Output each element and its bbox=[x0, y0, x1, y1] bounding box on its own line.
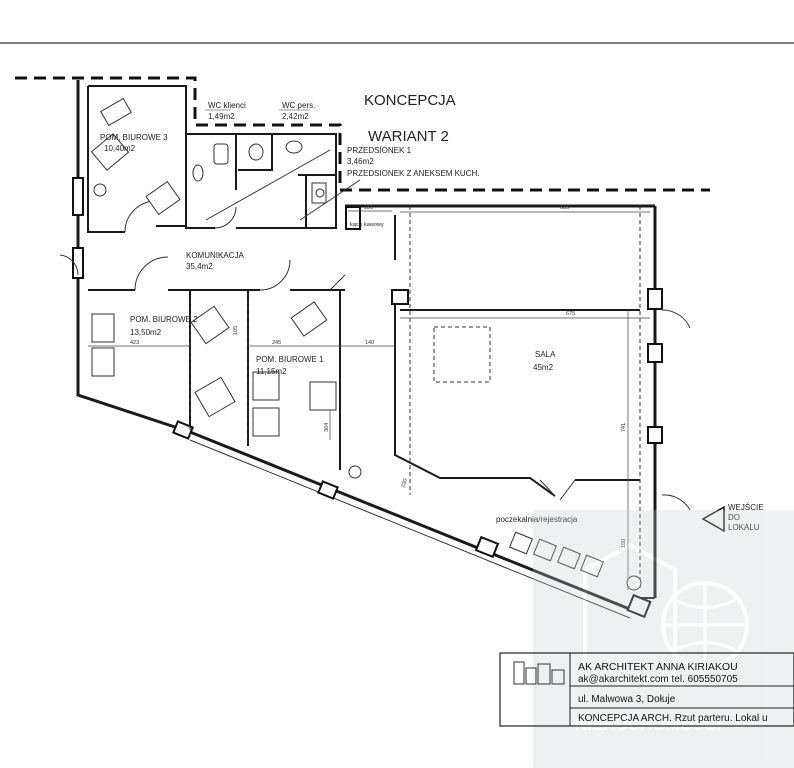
dim-423: 423 bbox=[130, 340, 139, 346]
dim-741: 741 bbox=[621, 423, 627, 432]
room-labels: POM. BIUROWE 3 10,40m2 WC klienci 1,49m2… bbox=[100, 101, 764, 532]
office3-name: POM. BIUROWE 3 bbox=[100, 133, 168, 142]
wc-staff-name: WC pers. bbox=[282, 101, 315, 110]
entrance-line2: DO bbox=[728, 513, 740, 522]
dim-105: 105 bbox=[233, 326, 239, 335]
furniture bbox=[90, 97, 642, 591]
office1-name: POM. BIUROWE 1 bbox=[256, 355, 324, 364]
entrance-line1: WEJŚCIE bbox=[728, 503, 764, 512]
vestibule1-area: 3,46m2 bbox=[347, 157, 374, 166]
watermark-text: NIERUCHOMOŚCI bbox=[575, 715, 721, 734]
company-name: AK ARCHITEKT ANNA KIRIAKOU bbox=[578, 661, 738, 673]
waiting-area-label: poczekalnia/rejestracja bbox=[496, 515, 578, 524]
vestibule-kitchen-name: PRZEDSIONEK Z ANEKSEM KUCH. bbox=[347, 169, 479, 178]
wc-staff-area: 2,42m2 bbox=[282, 112, 309, 121]
concept-title: KONCEPCJA bbox=[364, 92, 456, 109]
company-address: ul. Malwowa 3, Dołuje bbox=[578, 694, 676, 705]
office3-area: 10,40m2 bbox=[104, 144, 136, 153]
wc-clients-area: 1,49m2 bbox=[208, 112, 235, 121]
company-contact: ak@akarchitekt.com tel. 605550705 bbox=[578, 674, 738, 685]
dim-685: 685 bbox=[560, 205, 569, 211]
hall-name: SALA bbox=[535, 350, 556, 359]
architect-logo-icon bbox=[513, 661, 565, 685]
dashed-boundary bbox=[15, 76, 710, 192]
dim-245: 245 bbox=[272, 340, 281, 346]
corridor-name: KOMUNIKACJA bbox=[186, 251, 244, 260]
office2-area: 13,50m2 bbox=[130, 328, 162, 337]
entrance-arrow-icon bbox=[701, 505, 725, 533]
corridor-area: 35,4m2 bbox=[186, 262, 213, 271]
watermark: NIERUCHOMOŚCI bbox=[533, 510, 794, 768]
office2-name: POM. BIUROWE 2 bbox=[130, 315, 198, 324]
dim-150: 150 bbox=[621, 539, 627, 548]
dimension-lines bbox=[88, 210, 650, 590]
dim-675: 675 bbox=[566, 311, 575, 317]
wc-clients-name: WC klienci bbox=[208, 101, 246, 110]
title-block: AK ARCHITEKT ANNA KIRIAKOU ak@akarchitek… bbox=[499, 652, 794, 727]
interior-dashed-lines bbox=[189, 206, 641, 590]
variant-title: WARIANT 2 bbox=[368, 128, 449, 145]
dim-140: 140 bbox=[365, 340, 374, 346]
coffee-corner-label: kącik kawowy bbox=[350, 222, 384, 228]
dim-136: 136 bbox=[364, 205, 373, 211]
hall-area: 45m2 bbox=[533, 363, 554, 372]
office1-area: 11,15m2 bbox=[256, 367, 287, 376]
dimension-texts: 136 685 675 423 245 140 741 105 304 230 … bbox=[130, 205, 627, 548]
vestibule1-name: PRZEDSIONEK 1 bbox=[347, 146, 412, 155]
columns bbox=[72, 177, 663, 619]
walls bbox=[76, 80, 657, 619]
entrance-line3: LOKALU bbox=[728, 523, 760, 532]
dim-304: 304 bbox=[324, 423, 330, 432]
dim-230: 230 bbox=[400, 478, 409, 489]
project-title: KONCEPCJA ARCH. Rzut parteru. Lokal u bbox=[578, 713, 768, 724]
